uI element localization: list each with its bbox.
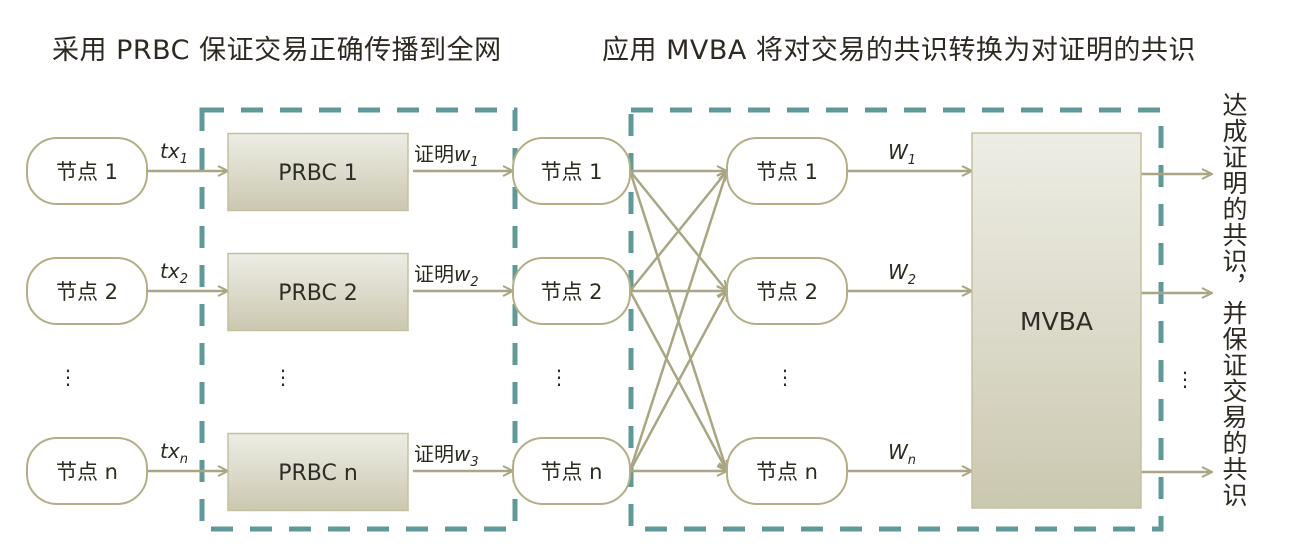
tx-label-1-sub: 1	[180, 152, 188, 167]
proof-label-2-sub: 2	[470, 275, 478, 290]
right-node-1-label: 节点 1	[756, 160, 818, 184]
edges-layer	[147, 171, 1212, 472]
tx-label-2: tx2	[160, 259, 188, 287]
left-node-2	[26, 257, 148, 325]
proof-label-2-base: w	[454, 262, 471, 286]
prbc-group-border	[199, 107, 518, 532]
ellipsis-4: ⋮	[775, 365, 795, 389]
middle-node-3-label: 节点 n	[541, 460, 603, 484]
proof-label-1: 证明w1	[414, 142, 479, 170]
left-node-1	[26, 137, 148, 205]
w-label-3-sub: n	[908, 453, 916, 468]
left-node-3-label: 节点 n	[56, 460, 118, 484]
w-label-2-base: W	[888, 260, 909, 284]
middle-node-2	[512, 257, 631, 325]
prbc-box-label-2: PRBC 2	[278, 281, 358, 306]
proof-label-2-prefix: 证明	[414, 262, 454, 286]
right-node-2-label: 节点 2	[756, 280, 818, 304]
left-node-2-label: 节点 2	[56, 280, 118, 304]
proof-label-3-base: w	[454, 442, 471, 466]
broadcast-arrow	[628, 171, 727, 472]
w-label-1-sub: 1	[908, 153, 916, 168]
w-label-1: W1	[888, 140, 916, 168]
prbc-box-3	[227, 432, 409, 512]
proof-label-1-sub: 1	[470, 155, 478, 170]
mvba-box	[971, 132, 1142, 509]
section-title-mvba: 应用 MVBA 将对交易的共识转换为对证明的共识	[602, 35, 1196, 66]
section-title-prbc: 采用 PRBC 保证交易正确传播到全网	[52, 35, 502, 66]
right-node-2	[726, 257, 848, 325]
middle-node-3	[512, 437, 631, 505]
prbc-box-label-1: PRBC 1	[278, 161, 358, 186]
shapes-layer	[26, 132, 1142, 512]
output-result-text: 达成证明的共识，并保证交易的共识	[1219, 92, 1248, 508]
ellipsis-5: ⋮	[1175, 367, 1195, 391]
proof-label-1-prefix: 证明	[414, 142, 454, 166]
w-label-2-sub: 2	[908, 273, 916, 288]
prbc-box-2	[227, 252, 409, 332]
tx-label-2-sub: 2	[180, 272, 188, 287]
w-label-1-base: W	[888, 140, 909, 164]
ellipsis-2: ⋮	[273, 365, 293, 389]
tx-label-3-sub: n	[180, 452, 188, 467]
mvba-group-border	[628, 107, 1164, 532]
tx-label-3-base: tx	[160, 439, 180, 463]
right-node-3-label: 节点 n	[756, 460, 818, 484]
tx-label-1-base: tx	[160, 139, 180, 163]
ellipsis-3: ⋮	[549, 365, 569, 389]
mvba-box-label: MVBA	[1020, 307, 1093, 336]
proof-label-3-prefix: 证明	[414, 442, 454, 466]
right-node-3	[726, 437, 848, 505]
tx-label-3: txn	[160, 439, 188, 467]
middle-node-1-label: 节点 1	[540, 160, 602, 184]
proof-label-2: 证明w2	[414, 262, 479, 290]
left-node-1-label: 节点 1	[56, 160, 118, 184]
left-node-3	[26, 437, 148, 505]
middle-node-2-label: 节点 2	[540, 280, 602, 304]
middle-node-1	[512, 137, 631, 205]
w-label-3-base: W	[888, 440, 909, 464]
w-label-2: W2	[888, 260, 916, 288]
tx-label-1: tx1	[160, 139, 188, 167]
w-label-3: Wn	[888, 440, 916, 468]
proof-label-3-sub: 3	[470, 455, 478, 470]
prbc-box-label-3: PRBC n	[278, 461, 358, 486]
right-node-1	[726, 137, 848, 205]
proof-label-3: 证明w3	[414, 442, 479, 470]
proof-label-1-base: w	[454, 142, 471, 166]
broadcast-arrow	[629, 171, 727, 292]
prbc-box-1	[227, 132, 409, 212]
broadcast-arrow	[628, 291, 729, 472]
ellipsis-1: ⋮	[58, 365, 78, 389]
tx-label-2-base: tx	[160, 259, 180, 283]
